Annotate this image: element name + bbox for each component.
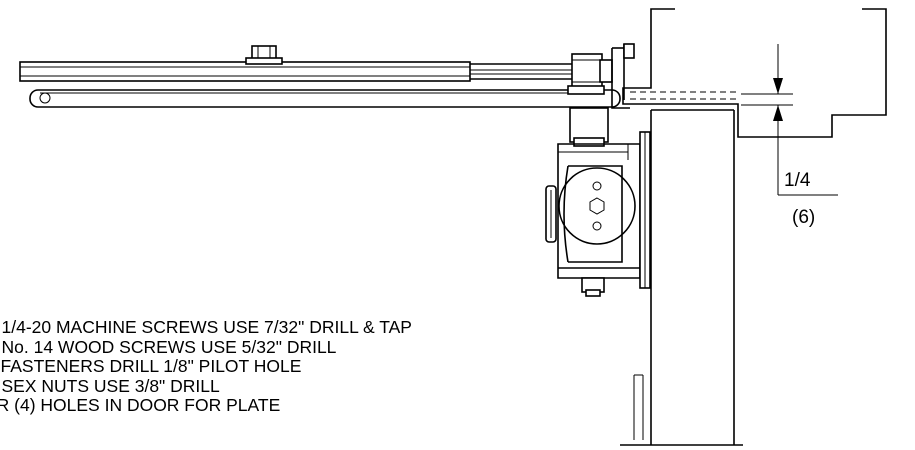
dimension-value-mm: (6) (792, 207, 815, 228)
dimension-value-inches: 1/4 (784, 170, 811, 191)
note-item: R 1/4-20 MACHINE SCREWS USE 7/32" DRILL … (0, 317, 412, 337)
mounting-bracket (611, 43, 635, 109)
note-item: UR (4) HOLES IN DOOR FOR PLATE (0, 395, 281, 415)
closer-body (545, 131, 651, 289)
note-item: R SEX NUTS USE 3/8" DRILL (0, 375, 220, 396)
closer-body-base (558, 267, 640, 297)
valve-disc (558, 167, 636, 245)
door-leaf (620, 109, 743, 446)
arm-knuckle (567, 53, 613, 95)
hex-adjust-icon (589, 197, 605, 215)
hidden-lines (630, 91, 740, 100)
lower-arm (29, 89, 621, 108)
installation-notes: R 1/4-20 MACHINE SCREWS USE 7/32" DRILL … (0, 317, 412, 416)
note-item: R No. 14 WOOD SCREWS USE 5/32" DRILL (0, 336, 337, 357)
closer-shaft (569, 107, 609, 147)
dimension-quarter-inch: 1/4 (6) (741, 44, 838, 228)
frame-header (622, 8, 887, 138)
note-item: K FASTENERS DRILL 1/8" PILOT HOLE (0, 356, 302, 376)
arm-bolt (245, 45, 283, 65)
upper-arm (19, 61, 600, 82)
